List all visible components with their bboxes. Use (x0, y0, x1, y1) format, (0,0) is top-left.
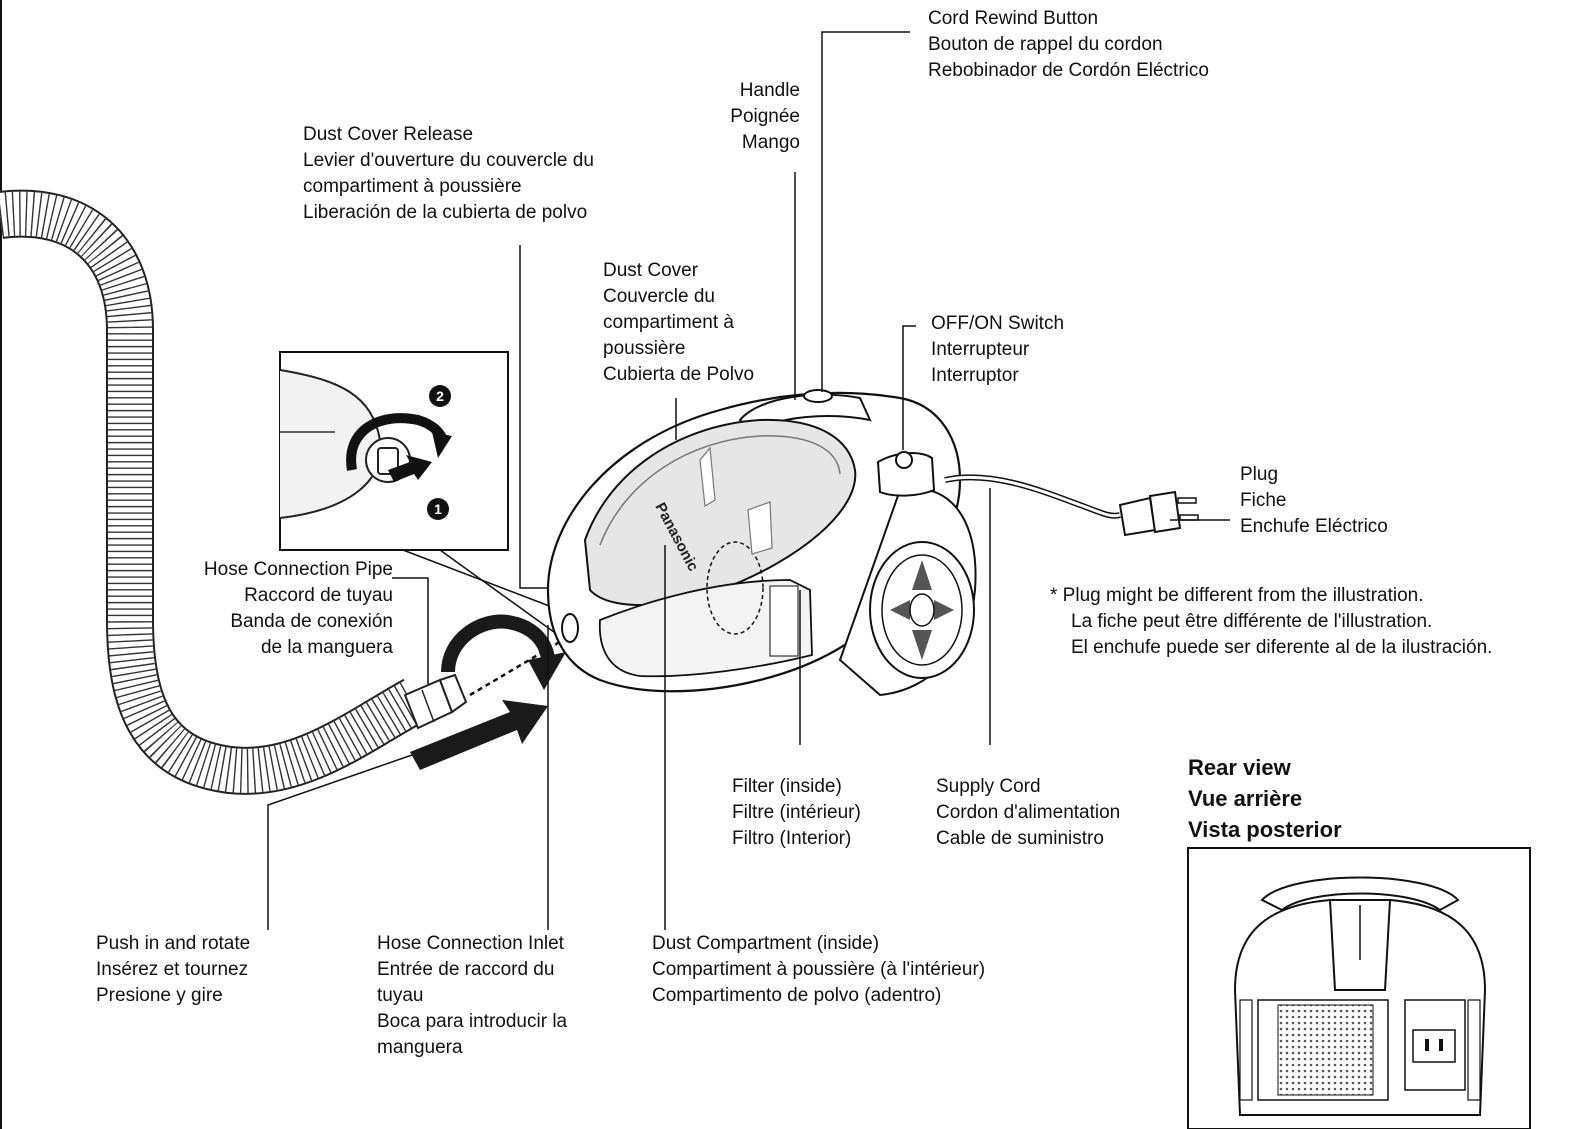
label-dust-compartment: Dust Compartment (inside) Compartiment à… (652, 933, 986, 1006)
label-filter: Filter (inside) Filtre (intérieur) Filtr… (732, 776, 861, 849)
label-handle: Handle Poignée Mango (730, 80, 800, 153)
label-hose-connection-inlet: Hose Connection Inlet Entrée de raccord … (377, 933, 568, 1058)
rear-view-title: Rear view Vue arrière Vista posterior (1188, 755, 1342, 842)
plug-icon (1118, 490, 1199, 537)
hose (0, 189, 468, 795)
label-cord-rewind-button: Cord Rewind Button Bouton de rappel du c… (928, 8, 1209, 81)
label-plug: Plug Fiche Enchufe Eléctrico (1240, 464, 1388, 537)
step-2-badge: 2 (436, 388, 444, 404)
rear-outlet-icon (1412, 1029, 1456, 1063)
label-dust-cover-release: Dust Cover Release Levier d'ouverture du… (303, 124, 594, 223)
detail-inset: 2 1 (279, 351, 566, 641)
leader-lines (267, 31, 1230, 930)
label-dust-cover: Dust Cover Couvercle du compartiment à p… (603, 260, 755, 385)
label-hose-connection-pipe: Hose Connection Pipe Raccord de tuyau Ba… (203, 559, 393, 658)
rear-view-panel (1187, 847, 1531, 1129)
step-1-badge: 1 (434, 501, 442, 517)
supply-cord (944, 474, 1199, 537)
push-arrow-icon (410, 700, 548, 770)
label-plug-note: * Plug might be different from the illus… (1050, 585, 1493, 658)
label-off-on-switch: OFF/ON Switch Interrupteur Interruptor (931, 313, 1065, 386)
rotate-arrow-icon (441, 614, 555, 673)
filter-outline (706, 541, 764, 635)
hose-inlet-port (561, 613, 579, 643)
power-switch-icon (895, 451, 913, 469)
hose-connection-pipe (403, 673, 468, 730)
vacuum-body: Panasonic (546, 389, 977, 697)
label-supply-cord: Supply Cord Cordon d'alimentation Cable … (936, 776, 1121, 849)
label-push-and-rotate: Push in and rotate Insérez et tournez Pr… (96, 933, 251, 1006)
insertion-guide-line (469, 628, 581, 697)
